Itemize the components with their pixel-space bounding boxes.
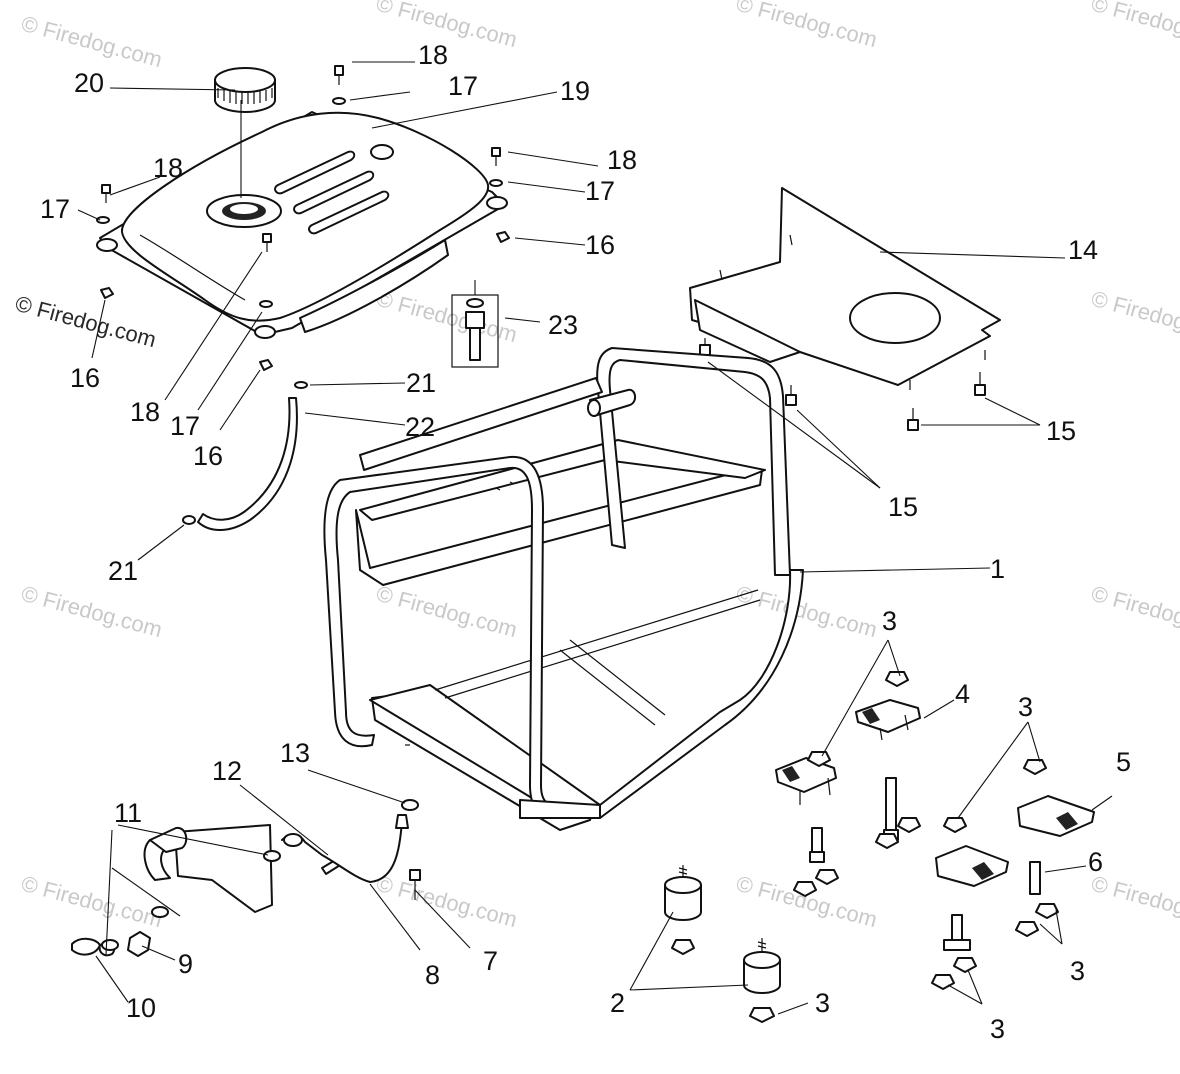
- callout-11: 11: [114, 798, 142, 828]
- callout-3: 3: [882, 606, 897, 636]
- watermark: © Firedog.com: [734, 0, 880, 52]
- callout-2: 2: [610, 988, 625, 1018]
- callout-21: 21: [108, 556, 138, 586]
- cover-plate-part: [689, 187, 1001, 390]
- watermark: © Firedog.com: [19, 11, 165, 73]
- callout-21: 21: [406, 368, 436, 398]
- leader-lines: [77, 61, 1113, 1015]
- watermark: © Firedog.com: [734, 581, 880, 643]
- callout-labels: 1 2 3 3 3 3 3 4 5 6 7 8 9 10 11 12 13 14…: [40, 40, 1131, 1044]
- callout-8: 8: [425, 960, 440, 990]
- cover-screws: [699, 338, 986, 431]
- watermark: © Firedog.com: [1089, 871, 1180, 933]
- callout-23: 23: [548, 310, 578, 340]
- callout-3: 3: [815, 988, 830, 1018]
- callout-18: 18: [607, 145, 637, 175]
- callout-17: 17: [448, 71, 478, 101]
- watermark: © Firedog.com: [734, 871, 880, 933]
- callout-3: 3: [1018, 692, 1033, 722]
- watermark: © Firedog.com: [1089, 286, 1180, 348]
- watermark: © Firedog.com: [1089, 0, 1180, 52]
- callout-14: 14: [1068, 235, 1098, 265]
- watermark-prominent: © Firedog.com: [13, 291, 159, 353]
- engine-mount-parts: [664, 671, 1095, 1023]
- callout-3: 3: [1070, 956, 1085, 986]
- callout-15: 15: [888, 492, 918, 522]
- callout-7: 7: [483, 946, 498, 976]
- callout-18: 18: [153, 153, 183, 183]
- callout-16: 16: [193, 441, 223, 471]
- fuel-cap-part: [214, 67, 276, 113]
- callout-9: 9: [178, 949, 193, 979]
- callout-4: 4: [955, 679, 970, 709]
- callout-20: 20: [74, 68, 104, 98]
- fuel-tank-part: [96, 111, 508, 339]
- frame-part: [323, 347, 804, 831]
- watermark: © Firedog.com: [19, 581, 165, 643]
- callout-17: 17: [170, 411, 200, 441]
- callout-22: 22: [405, 412, 435, 442]
- fuel-valve-part: [451, 280, 499, 368]
- watermark-layer: © Firedog.com © Firedog.com © Firedog.co…: [13, 0, 1180, 932]
- callout-18: 18: [418, 40, 448, 70]
- bracket-and-wire-parts: [71, 799, 421, 957]
- callout-6: 6: [1088, 847, 1103, 877]
- tank-fasteners: [96, 65, 510, 371]
- callout-15: 15: [1046, 416, 1076, 446]
- fuel-line-part: [182, 381, 308, 531]
- callout-5: 5: [1116, 747, 1131, 777]
- callout-16: 16: [585, 230, 615, 260]
- callout-18: 18: [130, 397, 160, 427]
- callout-19: 19: [560, 76, 590, 106]
- watermark: © Firedog.com: [374, 581, 520, 643]
- watermark: © Firedog.com: [19, 871, 165, 933]
- callout-3: 3: [990, 1014, 1005, 1044]
- callout-17: 17: [585, 176, 615, 206]
- callout-10: 10: [126, 993, 156, 1023]
- callout-17: 17: [40, 194, 70, 224]
- watermark: © Firedog.com: [1089, 581, 1180, 643]
- callout-13: 13: [280, 738, 310, 768]
- callout-1: 1: [990, 554, 1005, 584]
- callout-12: 12: [212, 756, 242, 786]
- callout-16: 16: [70, 363, 100, 393]
